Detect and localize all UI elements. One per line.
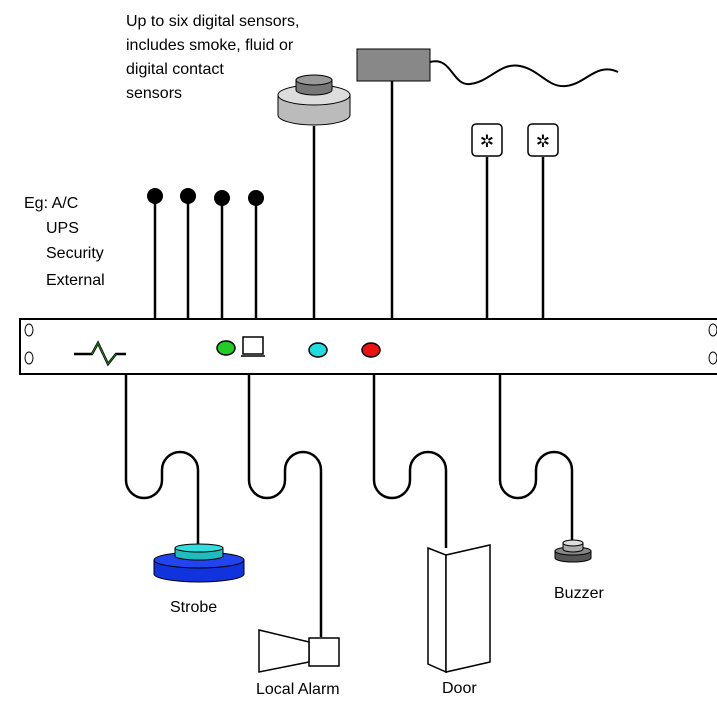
temp-sensor-2 [527,123,559,157]
temperature-sensors: ✲ ✲ [471,123,559,157]
sensor-cables [153,80,545,319]
contact-inputs-caption: Eg: A/C UPS Security External [24,195,105,289]
local-alarm-device [258,629,340,673]
mount-hole [708,351,717,365]
door-cable [372,375,448,548]
reset-button [242,336,264,355]
mount-hole [24,351,34,365]
contact-input-line-1: Eg: A/C [24,195,78,212]
local-alarm-cable [247,375,323,637]
fluid-sensor-tape [429,60,619,88]
buzzer-label: Buzzer [554,585,604,602]
alarm-body [308,637,340,667]
gear-icon: ✲ [480,132,494,152]
gear-icon: ✲ [536,132,550,152]
caption-line-2: includes smoke, fluid or [126,37,294,54]
door-label: Door [442,680,477,697]
buzzer-device [554,539,592,563]
alarm-horn [258,629,310,673]
mount-hole [708,323,717,337]
local-alarm-label: Local Alarm [256,681,340,698]
contact-input-knob [214,190,230,206]
temp-sensor-1 [471,123,503,157]
strobe-lens [174,543,224,553]
status-led-red [361,342,381,358]
caption-line-1: Up to six digital sensors, [126,13,299,30]
output-cables [124,375,574,637]
smoke-sensor-cap [295,74,333,86]
contact-input-line-3: Security [46,245,104,262]
rack-unit [19,318,717,375]
door-device [427,544,491,674]
pulse-icon-accent [91,341,117,365]
status-led-cyan [308,342,328,358]
strobe-cable [124,375,200,545]
contact-input-line-4: External [46,272,105,289]
strobe-label: Strobe [170,599,217,616]
status-led-green [216,340,236,356]
door-panel [445,544,491,673]
door-frame [427,546,447,674]
fluid-sensor-body [356,48,431,82]
strobe-device [153,543,245,583]
contact-input-knob [180,188,196,204]
mount-hole [24,323,34,337]
caption-line-4: sensors [126,85,182,102]
buzzer-cable [498,375,574,541]
caption-line-3: digital contact [126,61,224,78]
fluid-sensor [356,48,619,88]
contact-input-line-2: UPS [46,220,79,237]
smoke-sensor [277,74,351,126]
contact-inputs [147,188,264,206]
digital-sensors-caption: Up to six digital sensors, includes smok… [126,13,299,102]
buzzer-cap [562,539,584,547]
contact-input-knob [147,188,163,204]
contact-input-knob [248,190,264,206]
